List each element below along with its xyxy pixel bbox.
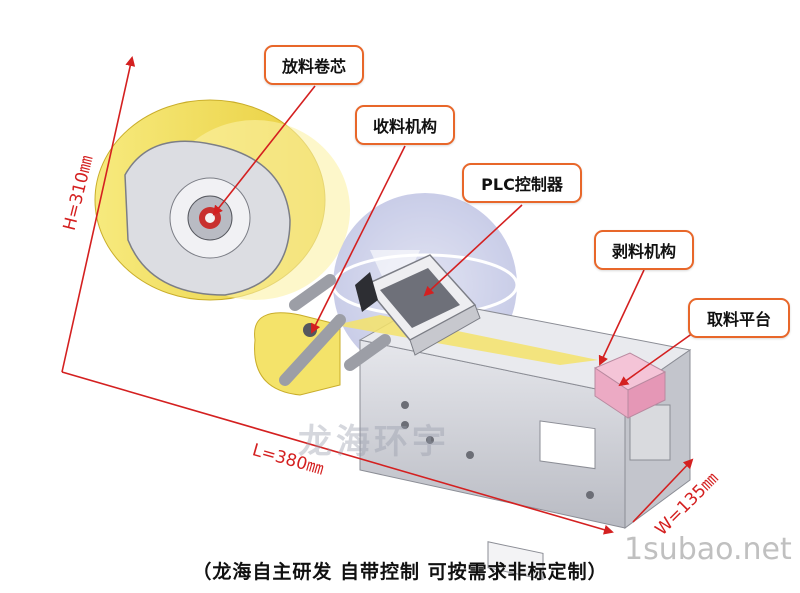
callout-pickup-platform: 取料平台: [688, 298, 790, 338]
callout-rewind-mechanism: 收料机构: [355, 105, 455, 145]
dim-length-line: [61, 371, 614, 535]
watermark-text: 龙海环宇: [298, 422, 450, 462]
dimension-lines: [61, 56, 694, 535]
callout-unwind-core: 放料卷芯: [264, 45, 364, 85]
plc-controller-shape: [363, 254, 481, 356]
pickup-platform-shape: [593, 352, 667, 419]
leader-peeling-mechanism: [598, 269, 645, 366]
callout-plc-controller: PLC控制器: [462, 163, 582, 203]
leader-rewind-mechanism: [311, 145, 406, 334]
leader-unwind-core: [212, 85, 316, 216]
callout-peeling-mechanism: 剥料机构: [594, 230, 694, 270]
unwind-roll-shape: [94, 99, 350, 301]
dim-width-line: [632, 458, 694, 523]
site-watermark: 1subao.net: [624, 532, 792, 567]
machine-body: [358, 299, 692, 581]
leader-plc-controller: [423, 204, 523, 297]
leader-pickup-platform: [618, 332, 694, 387]
bottom-caption: （龙海自主研发 自带控制 可按需求非标定制）: [192, 561, 608, 583]
leader-lines: [212, 85, 694, 387]
dim-height-line: [61, 56, 136, 373]
